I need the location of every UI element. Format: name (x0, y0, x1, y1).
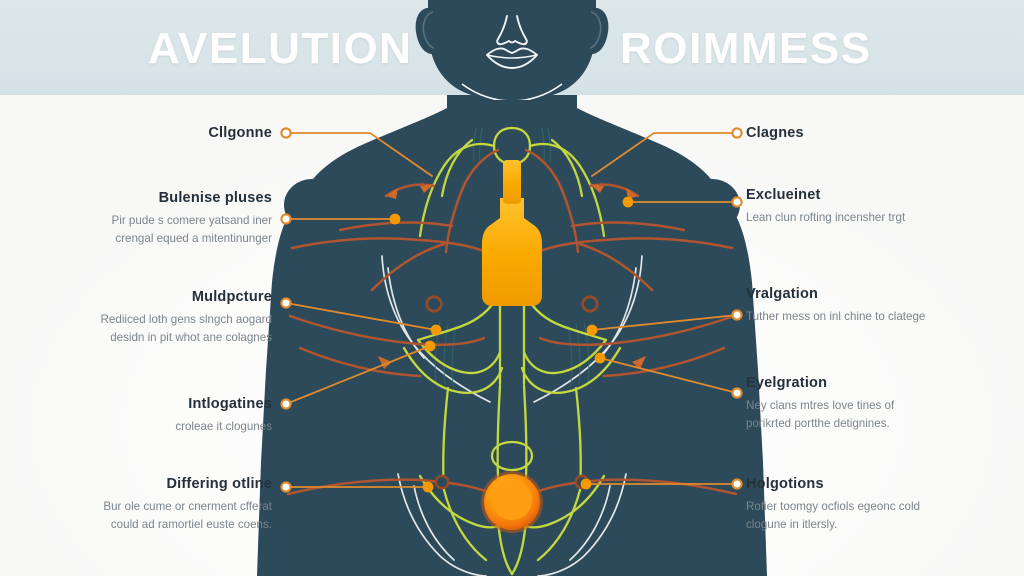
leader-endpoint-dot[interactable] (580, 478, 592, 490)
nipple-markers (425, 295, 599, 313)
leader-line (285, 345, 431, 405)
leader-endpoint-dot[interactable] (594, 352, 606, 364)
callout-cllgonne[interactable]: Cllgonne (208, 124, 272, 142)
leader-line (591, 314, 738, 331)
leader-ring-marker[interactable] (280, 481, 292, 493)
leader-ring-marker[interactable] (280, 127, 292, 139)
leader-endpoint-dot[interactable] (424, 340, 436, 352)
callout-title: Differing otline (166, 476, 272, 492)
leader-ring-marker[interactable] (280, 297, 292, 309)
callout-title: Exclueinet (746, 187, 821, 203)
leader-line (285, 132, 433, 177)
leader-ring-marker[interactable] (731, 478, 743, 490)
callout-title: Eyelgration (746, 375, 828, 391)
leader-ring-marker[interactable] (280, 213, 292, 225)
leader-ring-marker[interactable] (731, 127, 743, 139)
callout-title: Intlogatines (188, 396, 272, 412)
abdomen-markers (434, 474, 590, 490)
leader-line (599, 357, 738, 394)
callout-description: croleae it clogunes (175, 420, 272, 434)
callout-title: Cllgonne (208, 125, 272, 141)
leader-ring-marker[interactable] (280, 398, 292, 410)
leader-endpoint-dot[interactable] (586, 324, 598, 336)
title-right: ROIMMESS (620, 24, 872, 73)
navel-marker (481, 471, 543, 533)
leader-line (591, 132, 738, 177)
callout-clagnes[interactable]: Clagnes (746, 124, 804, 142)
callout-title: Vralgation (746, 286, 819, 302)
callout-title: Muldpcture (191, 289, 272, 305)
nerve-fibers-teal (434, 127, 590, 387)
leader-endpoint-dot[interactable] (422, 481, 434, 493)
callout-description: Tuther mess on inl chine to clatege (746, 310, 926, 324)
leader-ring-marker[interactable] (731, 196, 743, 208)
thyroid-sternum-highlight (482, 160, 542, 306)
callout-title: Clagnes (746, 125, 804, 141)
nerve-arrowheads (378, 184, 646, 369)
leader-line (285, 302, 437, 331)
callout-title: Bulenise pluses (158, 190, 272, 206)
torso-silhouette (257, 108, 767, 576)
rib-outlines (381, 255, 643, 576)
leader-ring-marker[interactable] (731, 387, 743, 399)
leader-endpoint-dot[interactable] (622, 196, 634, 208)
leader-ring-marker[interactable] (731, 309, 743, 321)
title-left: AVELUTION (148, 24, 413, 73)
callout-description: Lean clun rofting incensher trgt (746, 211, 906, 225)
leader-endpoint-dot[interactable] (430, 324, 442, 336)
callout-intlogatines[interactable]: Intlogatines croleae it clogunes (175, 395, 272, 436)
callout-title: Holgotions (746, 476, 824, 492)
leader-endpoint-dot[interactable] (389, 213, 401, 225)
